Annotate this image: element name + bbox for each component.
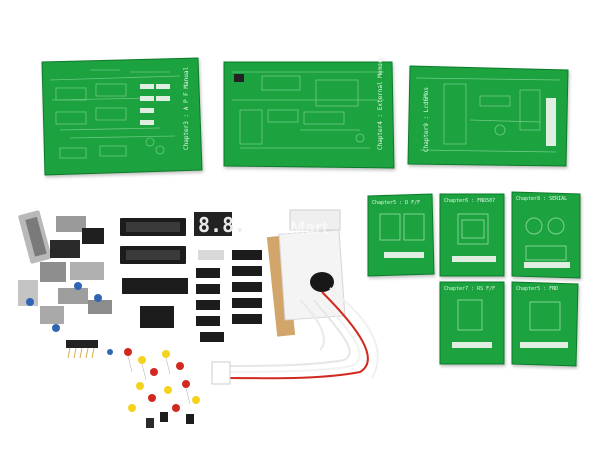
ic-sockets — [120, 218, 186, 264]
pcb-board-chapter9: Chapter9 : Lcd6Mos — [407, 65, 569, 167]
small5-label: Chapter5 : FND — [516, 286, 558, 292]
board1-label: Chapter3 : A P F Manual — [183, 67, 190, 150]
small4-label: Chapter7 : RS F/F — [444, 286, 495, 292]
display-digits: 8.8. — [198, 213, 246, 237]
seven-segment-display: 8.8. — [194, 212, 246, 237]
watermark-logo: DeviceMart — [232, 218, 328, 238]
leds-and-capacitors — [107, 348, 200, 428]
pcb-board-chapter3: Chapter3 : A P F Manual — [41, 57, 203, 176]
small1-label: Chapter5 : D F/F — [372, 200, 420, 206]
board3-label: Chapter9 : Lcd6Mos — [423, 87, 430, 152]
pcb-board-small-5: Chapter5 : FND — [511, 281, 579, 367]
ribbon-cable-assembly — [211, 209, 379, 385]
pcb-board-chapter4: Chapter4 : External Memory — [223, 56, 395, 169]
ic-chips — [122, 250, 262, 342]
small2-label: Chapter6 : FND507 — [444, 198, 495, 204]
pcb-board-small-4: Chapter7 : RS F/F — [439, 281, 505, 365]
small3-label: Chapter8 : SERIAL — [516, 196, 567, 202]
board2-label: Chapter4 : External Memory — [377, 56, 384, 150]
pcb-board-small-3: Chapter8 : SERIAL — [511, 191, 581, 279]
pcb-board-small-2: Chapter6 : FND507 — [439, 193, 505, 277]
connectors-pile — [18, 210, 112, 359]
pcb-board-small-1: Chapter5 : D F/F — [367, 193, 435, 277]
